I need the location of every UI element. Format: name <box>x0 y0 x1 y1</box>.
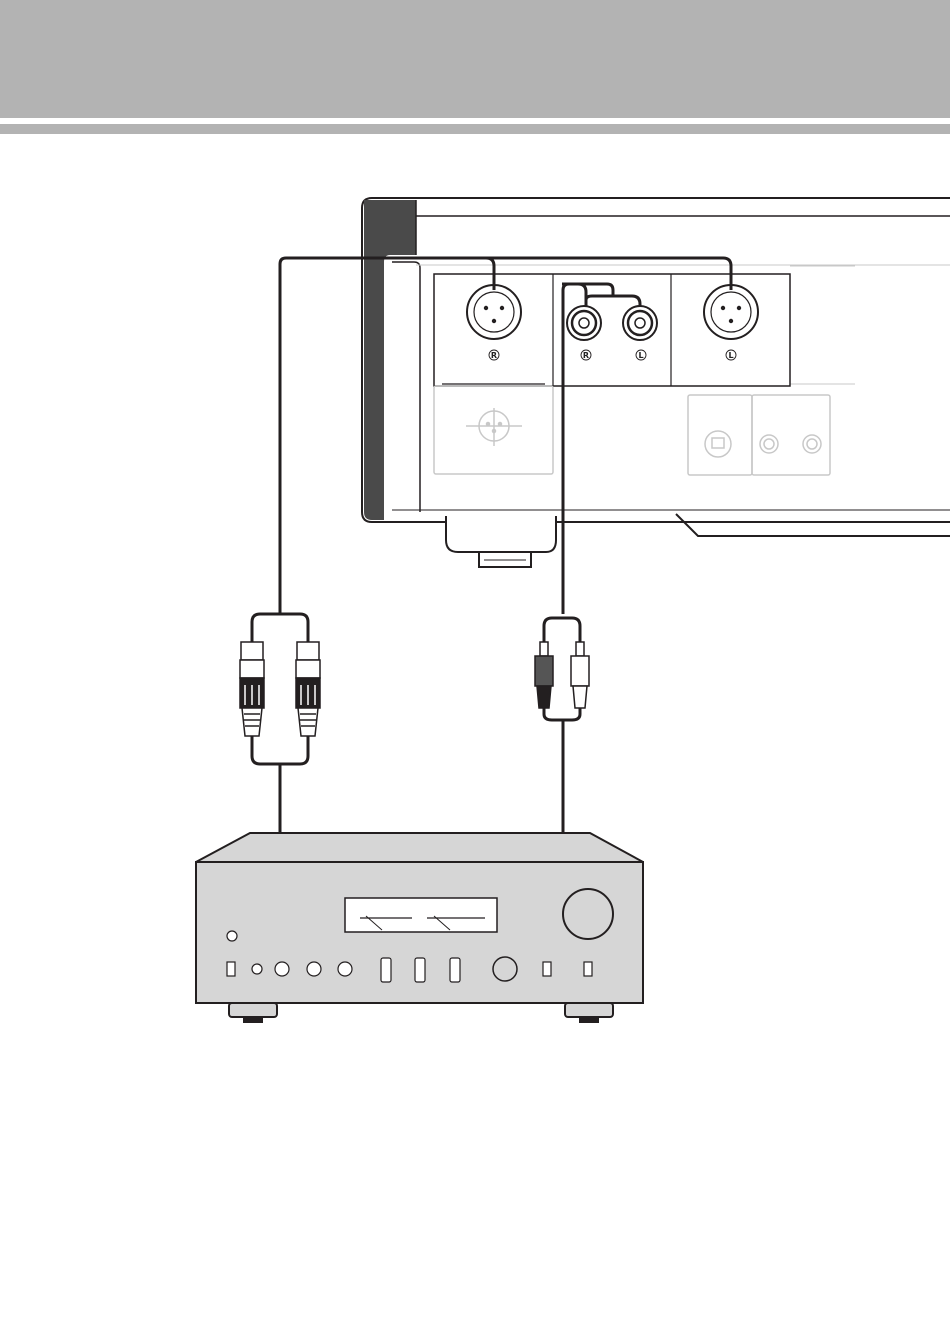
player-foot <box>446 516 556 567</box>
level-meter <box>345 898 497 932</box>
amp-foot-right <box>565 1003 613 1017</box>
rca-plug-left <box>571 642 589 708</box>
rca-plug-right <box>535 642 553 708</box>
rca-left-label: L <box>638 351 643 360</box>
xlr-left-label: L <box>728 351 733 360</box>
volume-knob <box>563 889 613 939</box>
player-rear-panel: R R L L <box>362 198 950 567</box>
power-indicator <box>227 931 237 941</box>
xlr-plug-right <box>240 642 264 736</box>
xlr-right-label: R <box>491 351 497 360</box>
amp-foot-left <box>229 1003 277 1017</box>
amplifier <box>196 833 643 1023</box>
xlr-plug-left <box>296 642 320 736</box>
rca-right-label: R <box>583 351 589 360</box>
